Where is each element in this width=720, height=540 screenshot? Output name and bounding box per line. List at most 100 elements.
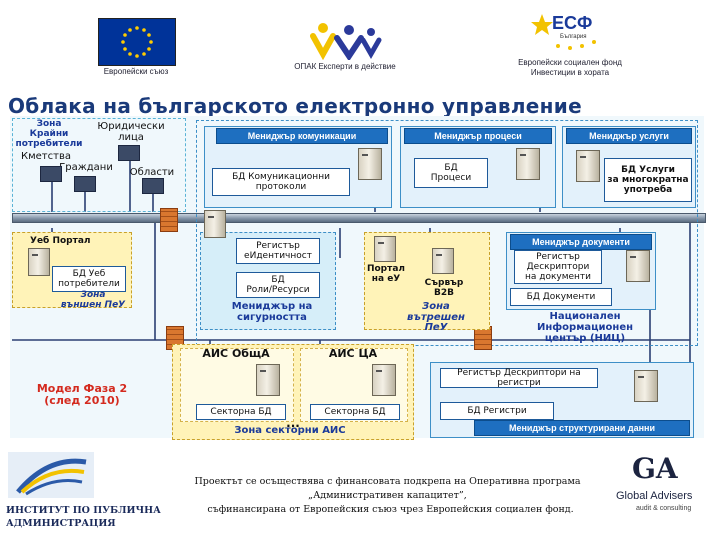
zone-end-users-label-1: Зона: [36, 119, 62, 129]
footer-line-1: Проектът се осъществява с финансовата по…: [194, 476, 581, 487]
nic-label-3: център (НИЦ): [544, 333, 626, 344]
legal-entities-label-1: Юридически: [97, 121, 165, 132]
db-document-descriptors-label-1: Регистър: [536, 252, 580, 262]
citizens-label: Граждани: [59, 162, 113, 173]
footer-line-3: съфинансирана от Европейския съюз чрез Е…: [207, 504, 574, 515]
ipa-name-2: АДМИНИСТРАЦИЯ: [6, 518, 116, 529]
db-registers: БД Регистри: [440, 402, 554, 420]
computer-icon: [118, 145, 140, 161]
esf-logo: [530, 10, 610, 54]
eu-logo: [98, 18, 176, 66]
server-icon: [204, 210, 226, 238]
regions-label: Области: [129, 167, 175, 178]
computer-icon: [74, 176, 96, 192]
esf-stars-icon: [531, 14, 596, 50]
db-comm-protocols: БД Комуникационни протоколи: [212, 168, 350, 196]
phase-label-2: (след 2010): [44, 394, 120, 407]
db-document-descriptors-label-2: Дескриптори: [526, 262, 590, 272]
db-documents-label: БД Документи: [526, 292, 596, 302]
ais-ca-label: АИС ЦА: [328, 347, 378, 360]
eu-stars-icon: [121, 26, 153, 58]
zone-end-users-label-3: потребители: [15, 139, 83, 149]
nic-label-1: Национален: [549, 311, 621, 322]
server-icon: [516, 148, 540, 180]
zone-end-users-label-2: Крайни: [29, 129, 69, 139]
computer-icon: [142, 178, 164, 194]
db-document-descriptors: Регистър Дескриптори на документи: [514, 250, 602, 284]
phase-label-1: Модел Фаза 2: [36, 382, 128, 395]
firewall-icon: [160, 208, 178, 232]
db-sector-2-label: Секторна БД: [324, 407, 386, 417]
esf-badge-sub: България: [560, 34, 587, 40]
web-portal-label: Уеб Портал: [30, 236, 91, 246]
server-icon: [256, 364, 280, 396]
ipa-name-1: ИНСТИТУТ ПО ПУБЛИЧНА: [6, 505, 161, 516]
eu-portal-label-1: Портал: [366, 264, 406, 274]
opak-logo: [305, 20, 385, 62]
nic-zone: [196, 120, 698, 346]
server-icon: [28, 248, 50, 276]
server-icon: [432, 248, 454, 274]
db-registers-label: БД Регистри: [467, 406, 527, 416]
nic-label-2: Информационен: [536, 322, 634, 333]
db-web-users: БД Уеб потребители: [52, 266, 126, 292]
manager-security-label-2: сигурността: [237, 312, 307, 323]
zone-internal-label-1: Зона: [422, 301, 450, 312]
main-bus: [12, 213, 706, 223]
db-comm-protocols-label-1: БД Комуникационни: [232, 172, 330, 182]
manager-structured-header: Мениджър структурирани данни: [474, 420, 690, 436]
db-sector-1: Секторна БД: [196, 404, 286, 420]
diagram-title: Облака на българското електронно управле…: [8, 94, 582, 118]
ipa-logo: [8, 452, 94, 498]
db-web-users-label-2: потребители: [58, 279, 120, 289]
zone-sector-ais-label: Зона секторни АИС: [234, 425, 346, 436]
db-roles-label-1: БД: [271, 275, 285, 285]
ais-common-label: АИС ОбщА: [202, 347, 270, 360]
db-services-label-3: употреба: [623, 185, 673, 195]
footer-line-2: „Административен капацитет”,: [308, 490, 467, 501]
db-comm-protocols-label-2: протоколи: [255, 182, 307, 192]
manager-processes-header: Мениджър процеси: [404, 128, 552, 144]
db-services: БД Услуги за многократна употреба: [604, 158, 692, 202]
esf-caption-1: Европейски социален фонд: [518, 58, 622, 67]
b2b-server-label-1: Сървър: [424, 278, 464, 288]
db-register-descriptors: Регистър Дескриптори на регистри: [440, 368, 598, 388]
server-icon: [626, 250, 650, 282]
eu-caption: Европейски съюз: [103, 67, 169, 76]
ga-name: Global Advisers: [616, 490, 693, 502]
db-eid-register: Регистър еИдентичност: [236, 238, 320, 264]
ipa-arcs-icon: [16, 458, 87, 496]
db-roles-label-2: Роли/Ресурси: [246, 285, 310, 295]
manager-communications-header: Мениджър комуникации: [216, 128, 388, 144]
mayoralty-label: Кметства: [21, 151, 71, 162]
zone-external-label-2: външен ПеУ: [60, 300, 126, 310]
db-eid-register-label-1: Регистър: [256, 241, 300, 251]
zone-external-label-1: Зона: [80, 290, 106, 300]
opak-figures-icon: [310, 23, 382, 62]
db-roles: БД Роли/Ресурси: [236, 272, 320, 298]
server-icon: [634, 370, 658, 402]
db-documents: БД Документи: [510, 288, 612, 306]
db-services-label-1: БД Услуги: [621, 165, 675, 175]
db-eid-register-label-2: еИдентичност: [244, 251, 312, 261]
db-web-users-label-1: БД Уеб: [72, 269, 106, 279]
ga-tagline: audit & consulting: [636, 505, 692, 512]
manager-security-label-1: Мениджър на: [231, 301, 313, 312]
zone-internal-label-2: вътрешен ПеУ: [407, 312, 465, 333]
db-register-descriptors-label: Регистър Дескриптори на регистри: [457, 368, 581, 388]
db-sector-2: Секторна БД: [310, 404, 400, 420]
manager-services-header: Мениджър услуги: [566, 128, 692, 144]
zone-end-users: [12, 118, 186, 212]
computer-icon: [40, 166, 62, 182]
server-icon: [576, 150, 600, 182]
db-processes-label-2: Процеси: [430, 173, 472, 183]
server-icon: [358, 148, 382, 180]
db-processes-label-1: БД: [444, 163, 458, 173]
db-services-label-2: за многократна: [607, 175, 689, 185]
db-processes: БД Процеси: [414, 158, 488, 188]
esf-caption-2: Инвестиции в хората: [530, 68, 610, 77]
ais-ellipsis: ...: [286, 416, 300, 430]
manager-documents-header: Мениджър документи: [510, 234, 652, 250]
b2b-server-label-2: B2B: [434, 288, 454, 298]
opak-caption: ОПАК Експерти в действие: [294, 62, 396, 71]
